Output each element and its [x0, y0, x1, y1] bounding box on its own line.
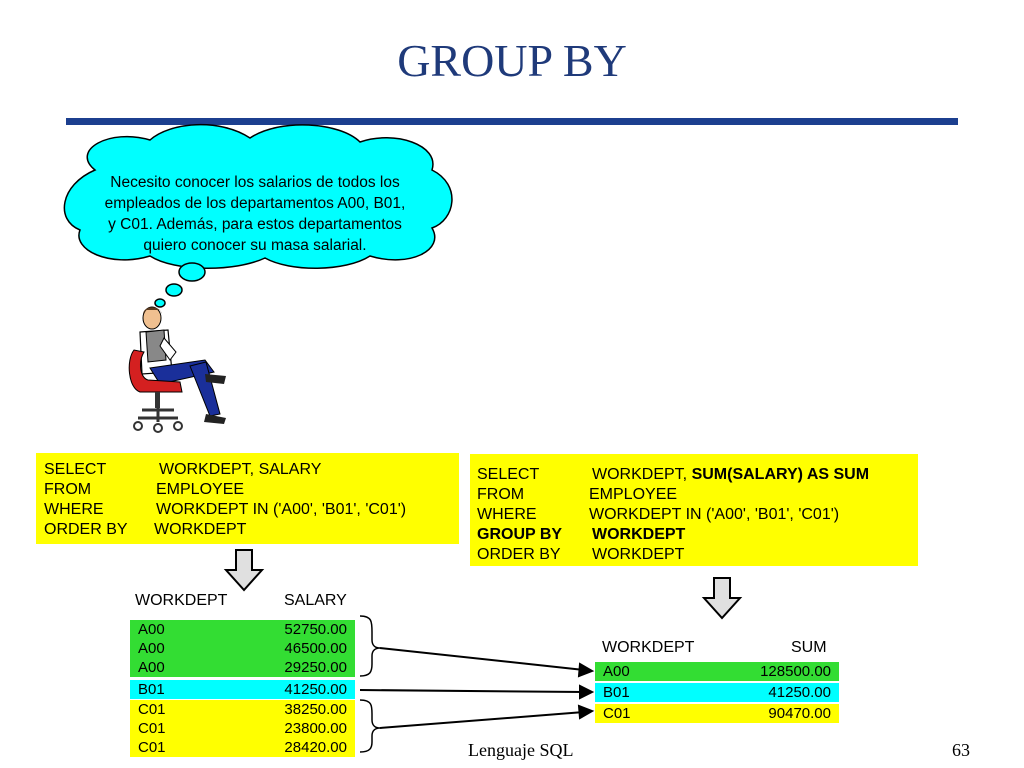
- thought-line-1: Necesito conocer los salarios de todos l…: [110, 174, 400, 191]
- down-arrow-left: [223, 549, 265, 592]
- thought-bubble: [63, 123, 453, 308]
- result-arrows: [359, 647, 595, 729]
- thought-line-2: empleados de los departamentos A00, B01,: [104, 195, 406, 212]
- brace-a00: [359, 615, 381, 677]
- thinking-person-illustration: [128, 306, 226, 433]
- sql-query-right: SELECT WORKDEPT, SUM(SALARY) AS SUM FROM…: [470, 454, 918, 566]
- result-right-header-sum: SUM: [791, 639, 827, 656]
- thought-dot-large: [178, 262, 206, 282]
- thought-line-3: y C01. Además, para estos departamentos: [108, 216, 402, 233]
- result-right-header-workdept: WORKDEPT: [602, 639, 695, 656]
- result-left-header-workdept: WORKDEPT: [135, 592, 228, 609]
- page-number: 63: [952, 740, 970, 760]
- footer-course-name: Lenguaje SQL: [468, 740, 574, 760]
- slide-title: GROUP BY: [397, 35, 627, 86]
- brace-c01: [359, 699, 381, 753]
- result-left-header-salary: SALARY: [284, 592, 347, 609]
- sql-query-left: SELECT WORKDEPT, SALARY FROM EMPLOYEE WH…: [36, 453, 459, 544]
- title-divider: [66, 118, 958, 125]
- thought-bubble-text: Necesito conocer los salarios de todos l…: [85, 172, 425, 256]
- thought-dot-medium: [165, 283, 183, 297]
- down-arrow-right: [701, 577, 743, 620]
- thought-dot-small: [154, 298, 166, 308]
- thought-line-4: quiero conocer su masa salarial.: [143, 237, 367, 254]
